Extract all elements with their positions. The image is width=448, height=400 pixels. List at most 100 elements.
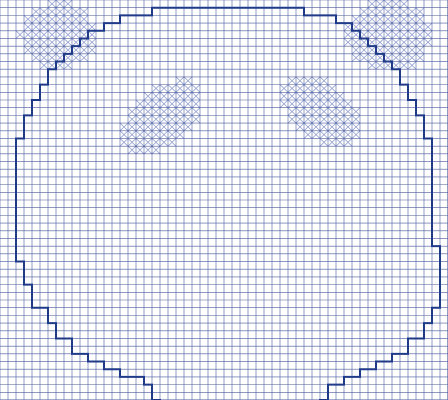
cross-stitch-eye-patch-left	[192, 85, 200, 93]
cross-stitch-eye-patch-left	[128, 138, 136, 146]
cross-stitch-eye-patch-left	[136, 123, 144, 131]
cross-stitch-eye-patch-left	[160, 138, 168, 146]
cross-stitch-ear-right	[376, 62, 384, 70]
cross-stitch-ear-left	[72, 54, 80, 62]
cross-stitch-eye-patch-left	[144, 123, 152, 131]
cross-stitch-ear-right	[416, 23, 424, 31]
cross-stitch-eye-patch-right	[304, 77, 312, 85]
cross-stitch-eye-patch-right	[336, 123, 344, 131]
cross-stitch-eye-patch-left	[144, 115, 152, 123]
cross-stitch-eye-patch-right	[328, 131, 336, 139]
cross-stitch-eye-patch-left	[152, 123, 160, 131]
cross-stitch-ear-right	[384, 46, 392, 54]
cross-stitch-eye-patch-right	[352, 123, 360, 131]
cross-stitch-eye-patch-left	[152, 108, 160, 116]
cross-stitch-ear-right	[368, 15, 376, 23]
cross-stitch-ear-right	[360, 46, 368, 54]
cross-stitch-eye-patch-right	[296, 100, 304, 108]
cross-stitch-ear-right	[400, 0, 408, 8]
cross-stitch-ear-left	[88, 31, 96, 39]
cross-stitch-ear-right	[392, 62, 400, 70]
cross-stitch-ear-left	[48, 31, 56, 39]
cross-stitch-ear-right	[384, 0, 392, 8]
cross-stitch-ear-left	[48, 38, 56, 46]
cross-stitch-ear-left	[40, 46, 48, 54]
cross-stitch-ear-left	[48, 8, 56, 16]
cross-stitch-ear-right	[376, 8, 384, 16]
cross-stitch-ear-left	[64, 15, 72, 23]
cross-stitch-ear-right	[400, 31, 408, 39]
cross-stitch-ear-left	[48, 62, 56, 70]
cross-stitch-eye-patch-left	[144, 131, 152, 139]
cross-stitch-eye-patch-right	[320, 115, 328, 123]
outline-layer	[16, 8, 440, 400]
cross-stitch-ear-right	[416, 46, 424, 54]
cross-stitch-eye-patch-right	[312, 85, 320, 93]
cross-stitch-ear-right	[392, 15, 400, 23]
cross-stitch-eye-patch-left	[144, 146, 152, 154]
cross-stitch-eye-patch-left	[136, 131, 144, 139]
cross-stitch-ear-left	[80, 46, 88, 54]
cross-stitch-ear-left	[56, 54, 64, 62]
cross-stitch-eye-patch-right	[304, 100, 312, 108]
cross-stitch-eye-patch-left	[136, 146, 144, 154]
cross-stitch-eye-patch-left	[176, 131, 184, 139]
cross-stitch-ear-left	[64, 46, 72, 54]
cross-stitch-ear-right	[376, 0, 384, 8]
cross-stitch-eye-patch-right	[320, 77, 328, 85]
cross-stitch-ear-right	[408, 38, 416, 46]
cross-stitch-ear-right	[384, 31, 392, 39]
cross-stitch-ear-right	[376, 38, 384, 46]
cross-stitch-eye-patch-right	[288, 108, 296, 116]
cross-stitch-eye-patch-left	[168, 100, 176, 108]
cross-stitch-ear-right	[416, 31, 424, 39]
cross-stitch-eye-patch-left	[176, 77, 184, 85]
cross-stitch-eye-patch-right	[336, 115, 344, 123]
cross-stitch-ear-right	[392, 46, 400, 54]
cross-stitch-eye-patch-right	[344, 138, 352, 146]
cross-stitch-ear-right	[408, 46, 416, 54]
cross-stitch-ear-right	[368, 23, 376, 31]
cross-stitch-eye-patch-left	[144, 108, 152, 116]
cross-stitch-eye-patch-left	[168, 123, 176, 131]
cross-stitch-ear-right	[352, 38, 360, 46]
cross-stitch-ear-left	[24, 31, 32, 39]
cross-stitch-eye-patch-left	[152, 138, 160, 146]
cross-stitch-ear-right	[392, 23, 400, 31]
cross-stitch-ear-right	[368, 31, 376, 39]
cross-stitch-ear-right	[392, 0, 400, 8]
cross-stitch-eye-patch-right	[328, 123, 336, 131]
cross-stitch-eye-patch-left	[168, 131, 176, 139]
cross-stitch-eye-patch-right	[296, 77, 304, 85]
cross-stitch-eye-patch-right	[352, 131, 360, 139]
cross-stitch-ear-right	[368, 38, 376, 46]
cross-stitch-eye-patch-left	[144, 138, 152, 146]
cross-stitch-eye-patch-left	[184, 92, 192, 100]
cross-stitch-ear-left	[64, 54, 72, 62]
cross-stitch-eye-patch-right	[288, 115, 296, 123]
cross-stitch-ear-right	[400, 15, 408, 23]
cross-stitch-ear-left	[40, 54, 48, 62]
cross-stitch-ear-left	[32, 54, 40, 62]
cross-stitch-ear-left	[80, 54, 88, 62]
cross-stitch-ear-left	[64, 23, 72, 31]
cross-stitch-ear-left	[56, 8, 64, 16]
cross-stitch-ear-left	[40, 38, 48, 46]
cross-stitch-eye-patch-right	[320, 92, 328, 100]
cross-stitch-ear-right	[360, 54, 368, 62]
cross-stitch-ear-left	[24, 15, 32, 23]
cross-stitch-ear-left	[40, 62, 48, 70]
cross-stitch-eye-patch-left	[184, 123, 192, 131]
cross-stitch-eye-patch-right	[328, 138, 336, 146]
cross-stitch-ear-right	[408, 23, 416, 31]
cross-stitch-eye-patch-left	[136, 138, 144, 146]
cross-stitch-eye-patch-left	[192, 108, 200, 116]
cross-stitch-eye-patch-left	[160, 131, 168, 139]
cross-stitch-eye-patch-right	[328, 85, 336, 93]
cross-stitch-eye-patch-right	[312, 100, 320, 108]
cross-stitch-eye-patch-right	[304, 123, 312, 131]
cross-stitch-eye-patch-left	[152, 92, 160, 100]
cross-stitch-eye-patch-left	[184, 77, 192, 85]
cross-stitch-eye-patch-left	[176, 85, 184, 93]
